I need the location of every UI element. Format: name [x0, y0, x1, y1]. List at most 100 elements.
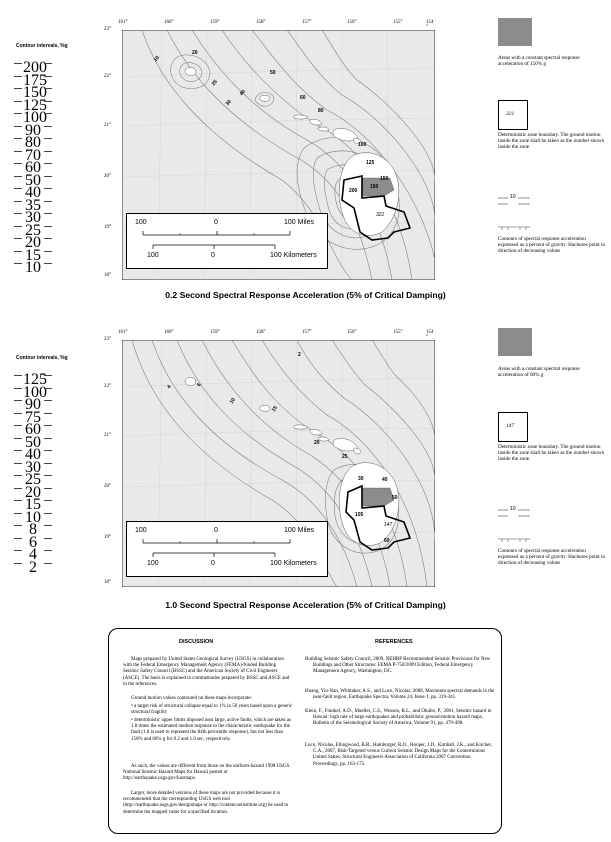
- contour-line-icon: [44, 525, 52, 526]
- scale-miles-zero: 0: [214, 527, 218, 534]
- contour-line-icon: [44, 138, 52, 139]
- contour-line-icon: [14, 88, 22, 89]
- latitude-ticks: 23°22°21°20°19°18°: [104, 27, 120, 280]
- contour-label: 80: [318, 108, 324, 114]
- contour-legend-row: 100: [14, 109, 54, 126]
- contour-line-icon: [14, 412, 22, 414]
- discussion-paragraph: Ground motion values contoured on these …: [131, 696, 252, 701]
- discussion-heading: DISCUSSION: [179, 639, 214, 645]
- longitude-ticks: 161°160°159°158°157°156°155°154 °: [118, 330, 435, 340]
- scale-miles-left: 100: [135, 219, 147, 226]
- zone-boundary-text: Deterministic zone boundary. The ground …: [498, 444, 605, 462]
- constant-area-swatch: [498, 18, 532, 46]
- contour-label: 40: [382, 477, 388, 483]
- scale-miles-right: 100 Miles: [284, 527, 314, 534]
- contour-line-icon: [14, 500, 22, 501]
- contour-legend-value: 125: [23, 96, 47, 114]
- contour-line-icon: [14, 250, 22, 252]
- contour-legend-row: 50: [14, 172, 54, 189]
- contour-line-icon: [44, 512, 52, 514]
- contour-line-icon: [44, 75, 52, 77]
- contour-legend-value: 25: [25, 471, 41, 488]
- contour-legend-row: 200: [14, 59, 54, 76]
- map-top: 161°160°159°158°157°156°155°154 ° 23°22°…: [104, 20, 436, 281]
- contour-line-icon: [44, 387, 52, 389]
- longitude-tick: 157°: [302, 20, 312, 25]
- longitude-tick: 155°: [393, 20, 403, 25]
- contour-label: 20: [192, 50, 198, 56]
- contour-line-icon: [44, 225, 52, 227]
- contour-label: 60: [300, 95, 306, 101]
- hachure-sample-icon: [498, 226, 530, 230]
- contour-line-icon: [14, 263, 22, 264]
- contour-legend-value: 2: [29, 558, 37, 576]
- contour-line-icon: [44, 113, 52, 114]
- latitude-tick: 20°: [104, 484, 111, 489]
- zone-boundary-value: 321: [506, 111, 515, 117]
- reference-entry: Luco, Nicolas, Ellingwood, B.R., Hamburg…: [305, 743, 493, 767]
- contour-legend-value: 125: [23, 371, 47, 388]
- discussion-bullet: • deterministic upper limits imposed nea…: [131, 718, 293, 743]
- contour-legend-row: 20: [14, 484, 54, 501]
- contour-legend-row: 40: [14, 184, 54, 201]
- bullet-icon: •: [131, 704, 135, 709]
- latitude-tick: 22°: [104, 384, 111, 389]
- contour-legend-row: 50: [14, 434, 54, 451]
- longitude-tick: 155°: [393, 330, 403, 335]
- contour-label: 20: [314, 440, 320, 446]
- contour-legend-row: 70: [14, 147, 54, 164]
- contour-label: 30: [358, 476, 364, 482]
- longitude-tick: 159°: [210, 20, 220, 25]
- contour-legend-row: 20: [14, 234, 54, 251]
- contour-legend-value: 20: [25, 483, 41, 501]
- contour-line-icon: [14, 425, 22, 426]
- contour-legend-value: 90: [25, 396, 41, 413]
- longitude-tick: 157°: [302, 330, 312, 335]
- contour-line-icon: [44, 462, 52, 464]
- contour-line-icon: [14, 225, 22, 227]
- contour-legend-value: 25: [25, 221, 41, 239]
- discussion-bullet: • a target risk of structural collapse e…: [131, 704, 293, 716]
- latitude-tick: 19°: [104, 225, 111, 230]
- constant-area-text: Areas with a constant spectral response …: [498, 55, 580, 67]
- contour-legend-value: 4: [29, 546, 37, 563]
- contour-legend-title: Contour intervals, %g: [16, 355, 68, 361]
- contour-legend-value: 20: [25, 234, 41, 251]
- contour-line-icon: [14, 188, 22, 189]
- contour-label: 105: [355, 512, 364, 518]
- zone-boundary-swatch: 321: [498, 100, 528, 130]
- deterministic-zone-boundary: [345, 484, 412, 551]
- scale-km-zero: 0: [211, 560, 215, 567]
- right-legend-top: Areas with a constant spectral response …: [498, 18, 608, 268]
- contour-legend-value: 35: [25, 196, 41, 214]
- contour-legend-row: 90: [14, 122, 54, 139]
- contour-label: 150: [370, 184, 379, 190]
- zone-label: 147: [384, 522, 393, 528]
- latitude-tick: 21°: [104, 123, 111, 128]
- reference-entry: Building Seismic Safety Council, 2009, N…: [305, 657, 491, 675]
- contour-label: 150: [380, 176, 389, 182]
- scale-km-right: 100 Kilometers: [270, 560, 317, 567]
- longitude-tick: 156°: [347, 20, 357, 25]
- zone-label: 321: [376, 212, 385, 218]
- latitude-tick: 23°: [104, 337, 111, 342]
- contour-legend-row: 90: [14, 396, 54, 413]
- contour-line-icon: [14, 175, 22, 177]
- contour-line-icon: [14, 400, 22, 401]
- map-bottom: 161°160°159°158°157°156°155°154 ° 23°22°…: [104, 330, 436, 588]
- contour-line-icon: [14, 200, 22, 202]
- contour-legend-value: 50: [25, 171, 41, 189]
- longitude-tick: 159°: [210, 330, 220, 335]
- contour-line-icon: [44, 412, 52, 414]
- contour-line-icon: [14, 63, 22, 64]
- contour-line-icon: [14, 113, 22, 114]
- contour-line-icon: [44, 537, 52, 539]
- longitude-tick: 160°: [164, 20, 174, 25]
- contour-line-icon: [14, 562, 22, 564]
- contour-legend-row: 10: [14, 259, 54, 276]
- longitude-tick: 156°: [347, 330, 357, 335]
- zone-boundary-text: Deterministic zone boundary. The ground …: [498, 132, 605, 150]
- contour-sample-icon: [498, 509, 530, 517]
- contour-line-icon: [44, 263, 52, 264]
- contour-line-icon: [44, 400, 52, 401]
